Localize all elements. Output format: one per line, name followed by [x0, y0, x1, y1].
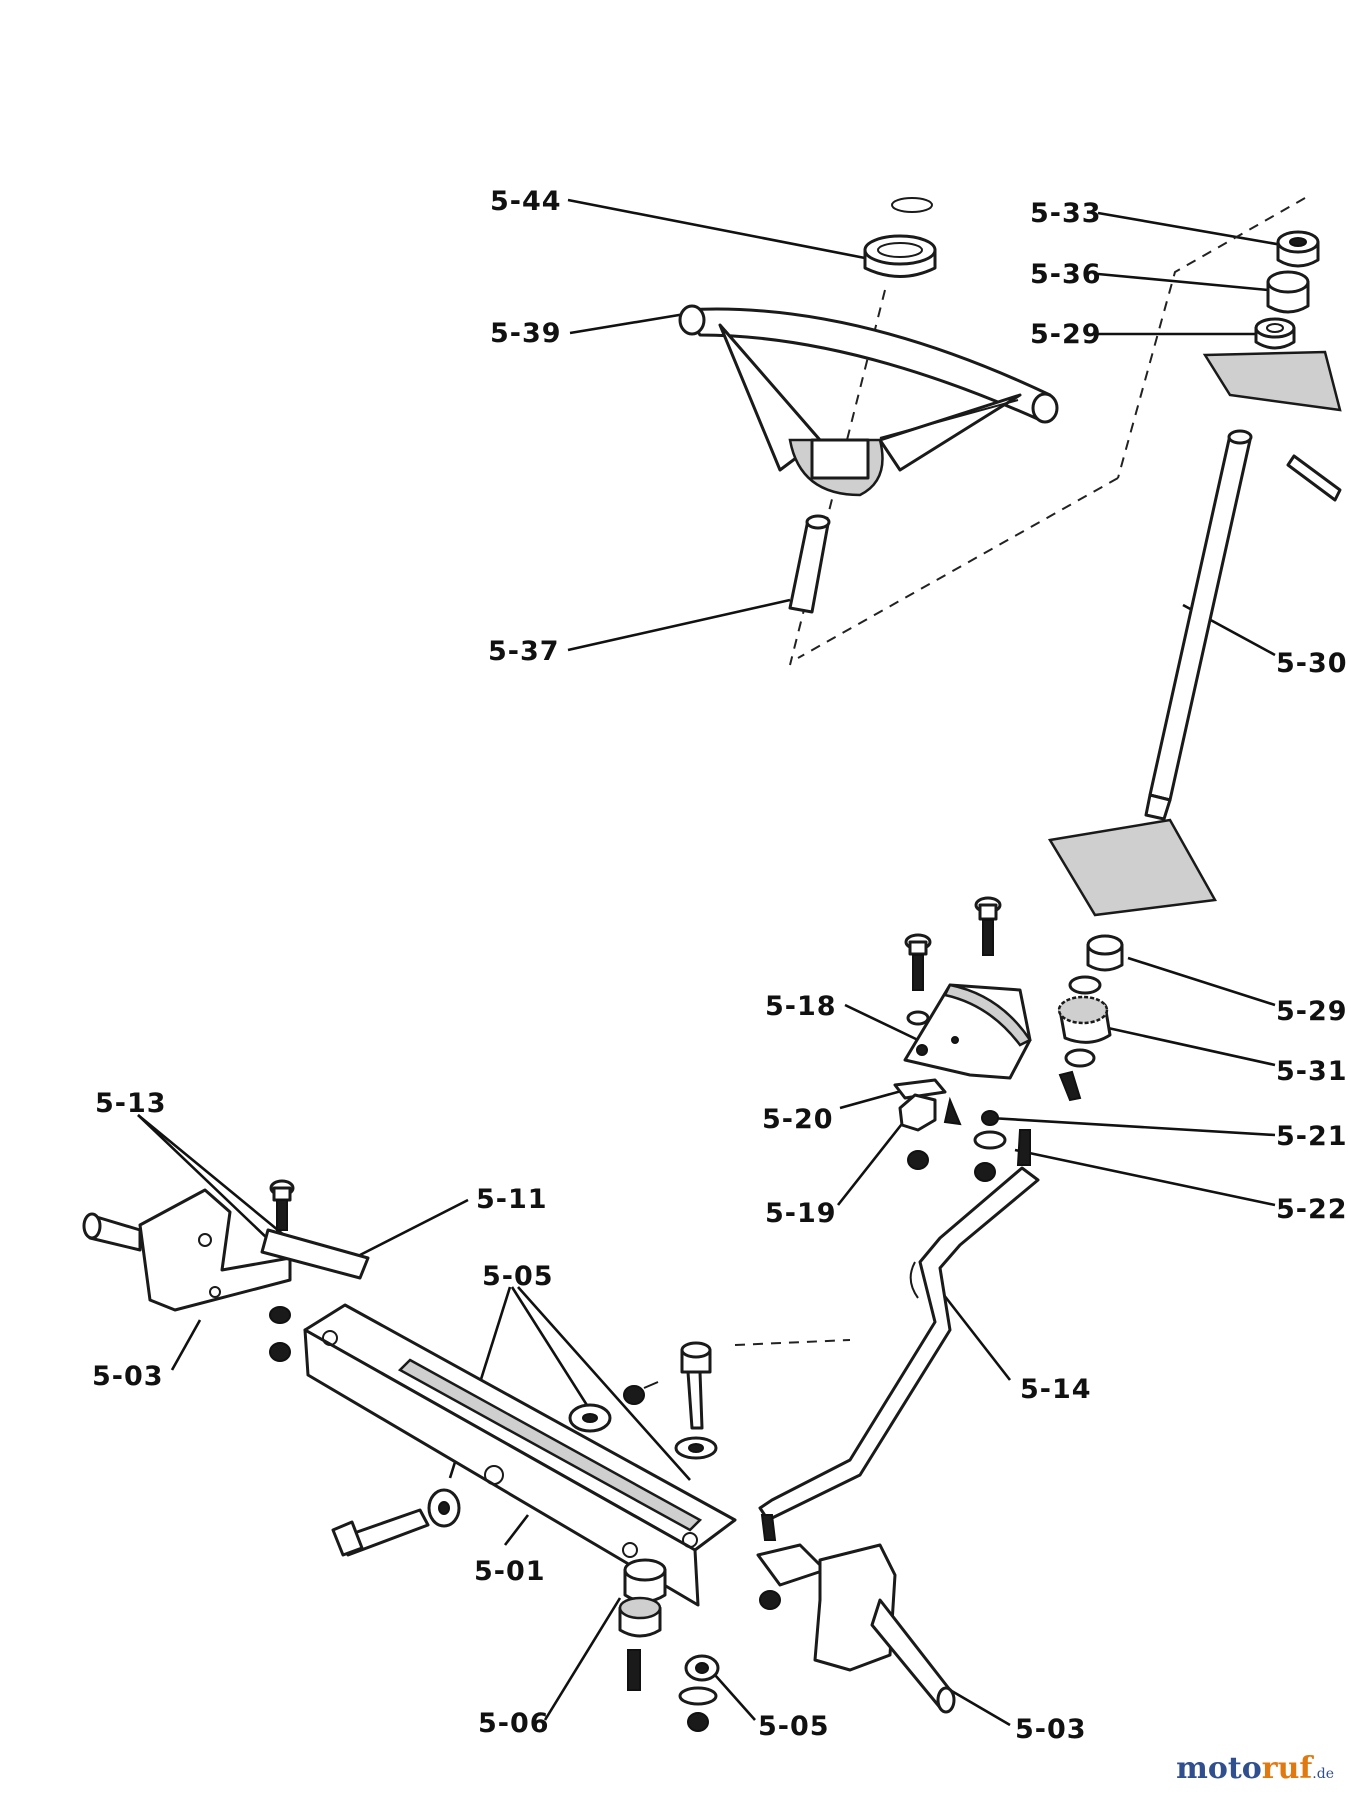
- lower-bolt-icon: [627, 1649, 641, 1691]
- dash-panel-lower-icon: [1047, 818, 1218, 917]
- sector-teeth-icon: [943, 983, 1032, 1047]
- label-5-05-upper: 5-05: [482, 1261, 554, 1292]
- front-axle-icon: [303, 1303, 737, 1607]
- lower-washer-stack-icon: [678, 1654, 720, 1732]
- label-5-03-left: 5-03: [92, 1361, 164, 1392]
- nut-5-19-icon: [898, 1093, 937, 1132]
- watermark-logo: motoruf.de: [1176, 1751, 1334, 1786]
- wheel-cap-icon: [863, 234, 937, 278]
- assembly-centerlines: [734, 197, 1306, 1346]
- label-5-33: 5-33: [1030, 198, 1102, 229]
- washer-icon: [1068, 975, 1102, 995]
- label-5-22: 5-22: [1276, 1194, 1348, 1225]
- steering-shaft-group: [1047, 230, 1342, 1102]
- label-5-37: 5-37: [488, 636, 560, 667]
- label-5-20: 5-20: [762, 1104, 834, 1135]
- kingpin-bolt-icon: [674, 1341, 718, 1460]
- label-5-21: 5-21: [1276, 1121, 1348, 1152]
- retaining-ring-icon: [891, 197, 933, 213]
- steering-wheel-icon: [678, 304, 1059, 497]
- watermark-part1: moto: [1176, 1751, 1262, 1786]
- lower-nut-left-icon: [907, 1150, 929, 1170]
- lower-bushing-icon: [1086, 934, 1124, 972]
- label-5-39: 5-39: [490, 318, 562, 349]
- gear-washer-icon: [1064, 1048, 1096, 1068]
- steering-arm-icon: [260, 1228, 370, 1280]
- label-5-19: 5-19: [765, 1198, 837, 1229]
- label-5-29-upper: 5-29: [1030, 319, 1102, 350]
- left-spindle-group: [82, 1179, 370, 1362]
- axle-pivot-bolt-icon: [331, 1488, 461, 1557]
- label-5-30: 5-30: [1276, 648, 1348, 679]
- sector-bolt-right-icon: [974, 896, 1002, 956]
- steering-wheel-group: [678, 197, 1059, 614]
- right-spindle-group: [756, 1514, 956, 1714]
- axle-bushing-icon: [623, 1558, 667, 1603]
- adapter-tube-icon: [788, 514, 831, 614]
- part-labels: 5-44 5-39 5-37 5-33 5-36 5-29 5-30 5-29 …: [92, 186, 1348, 1745]
- gear-bolt-icon: [1058, 1070, 1082, 1102]
- ball-5-21-icon: [981, 1110, 999, 1126]
- label-5-11: 5-11: [476, 1184, 548, 1215]
- spacer-icon: [1266, 270, 1310, 314]
- label-5-01: 5-01: [474, 1556, 546, 1587]
- label-5-05-lower: 5-05: [758, 1711, 830, 1742]
- label-5-29-lower: 5-29: [1276, 996, 1348, 1027]
- top-nut-icon: [1276, 230, 1320, 268]
- watermark-part3: .de: [1312, 1766, 1334, 1782]
- spacer-5-06-icon: [618, 1596, 662, 1638]
- label-5-06: 5-06: [478, 1708, 550, 1739]
- right-spindle-bracket-icon: [813, 1543, 897, 1672]
- washer-5-21-icon: [973, 1130, 1007, 1150]
- stud-5-22-icon: [1016, 1129, 1031, 1166]
- axle-washer-icon: [568, 1381, 659, 1433]
- lower-nut-right-icon: [974, 1162, 996, 1182]
- label-5-13: 5-13: [95, 1088, 167, 1119]
- watermark-part2: ruf: [1261, 1751, 1313, 1786]
- label-5-03-right: 5-03: [1015, 1714, 1087, 1745]
- roll-pin-icon: [1286, 454, 1342, 502]
- pinion-gear-icon: [1057, 995, 1112, 1044]
- zerk-fitting-icon: [943, 1096, 962, 1126]
- label-5-31: 5-31: [1276, 1056, 1348, 1087]
- upper-bushing-icon: [1254, 317, 1296, 350]
- label-5-44: 5-44: [490, 186, 562, 217]
- sector-bolt-left-icon: [904, 933, 932, 991]
- label-5-36: 5-36: [1030, 259, 1102, 290]
- lock-washer-icon: [906, 1010, 930, 1026]
- washer-5-20-icon: [893, 1078, 947, 1100]
- dash-panel-upper-icon: [1202, 350, 1342, 412]
- label-5-18: 5-18: [765, 991, 837, 1022]
- label-5-14: 5-14: [1020, 1374, 1092, 1405]
- steering-sector-group: [893, 896, 1032, 1182]
- steering-shaft-icon: [1144, 429, 1253, 821]
